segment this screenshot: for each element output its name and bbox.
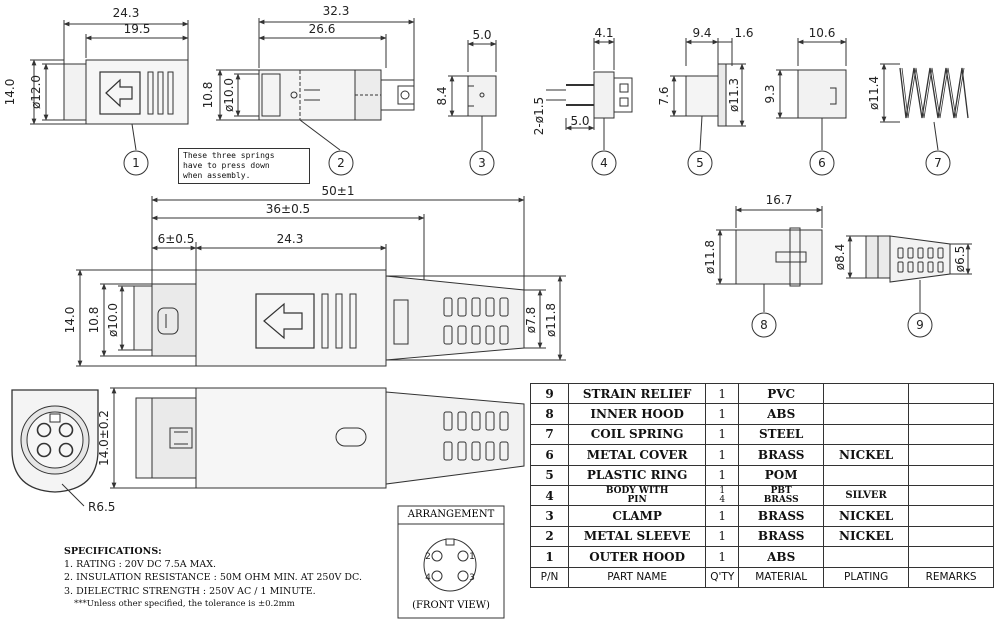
callout-1: 1	[132, 156, 140, 170]
part-5-plastic-ring	[670, 38, 746, 176]
table-row: 3 CLAMP 1 BRASS NICKEL	[530, 505, 994, 527]
dim-p5-h: 7.6	[657, 86, 671, 105]
part-3-clamp	[448, 40, 497, 176]
assembly-note: These three springs have to press down w…	[178, 148, 310, 184]
callout-2: 2	[337, 156, 345, 170]
dim-p1-height: 14.0	[3, 79, 17, 106]
part-8-inner-hood	[716, 206, 823, 338]
callout-4: 4	[600, 156, 608, 170]
table-row: 5 PLASTIC RING 1 POM	[530, 464, 994, 486]
dim-p4-depth: 5.0	[570, 114, 589, 128]
arrangement-box	[397, 505, 505, 619]
note-line: have to press down	[183, 161, 270, 170]
part-1-outer-hood	[30, 20, 189, 176]
assembly-side-view	[110, 387, 525, 489]
dim-p3-height: 8.4	[435, 86, 449, 105]
dim-asm-d1: ø10.0	[106, 303, 120, 337]
dim-p6-height: 9.3	[763, 84, 777, 103]
dim-side-height: 14.0±0.2	[97, 410, 111, 466]
dim-p3-width: 5.0	[472, 28, 491, 42]
spec-item: 1. RATING : 20V DC 7.5A MAX.	[64, 559, 217, 571]
dim-p1-total: 24.3	[113, 6, 140, 20]
arr-pin-4: 4	[425, 573, 431, 583]
table-row: 8 INNER HOOD 1 ABS	[530, 403, 994, 425]
dim-asm-mid: 36±0.5	[266, 202, 310, 216]
dim-p2-height: 10.8	[201, 82, 215, 109]
arr-pin-3: 3	[469, 573, 475, 583]
table-header-row: P/N PART NAME Q'TY MATERIAL PLATING REMA…	[530, 566, 994, 588]
arr-pin-1: 1	[469, 552, 475, 562]
specifications: SPECIFICATIONS: 1. RATING : 20V DC 7.5A …	[64, 545, 362, 611]
table-row: 2 METAL SLEEVE 1 BRASS NICKEL	[530, 525, 994, 548]
dim-p2-diam: ø10.0	[222, 78, 236, 112]
tolerance-note: ***Unless other specified, the tolerance…	[74, 598, 295, 609]
assembly-top-view	[76, 196, 566, 367]
arrangement-footer: (FRONT VIEW)	[412, 600, 490, 611]
dim-p5-w1: 9.4	[692, 26, 711, 40]
part-6-metal-cover	[776, 38, 847, 176]
dim-p9-diam2: ø6.5	[953, 246, 967, 272]
dim-p2-body: 26.6	[309, 22, 336, 36]
dim-p9-diam1: ø8.4	[833, 244, 847, 270]
part-9-strain-relief	[846, 235, 972, 338]
note-line: when assembly.	[183, 171, 251, 180]
dim-p5-diam: ø11.3	[727, 78, 741, 112]
dim-asm-h1: 14.0	[63, 307, 77, 334]
dim-asm-d3: ø11.8	[544, 303, 558, 337]
dim-radius: R6.5	[88, 500, 115, 514]
part-7-coil-spring	[880, 63, 969, 176]
bill-of-materials: 9 STRAIN RELIEF 1 PVC 8 INNER HOOD 1 ABS…	[530, 382, 994, 588]
dim-p8-diam: ø11.8	[703, 240, 717, 274]
arrangement-title: ARRANGEMENT	[407, 509, 495, 520]
dim-p5-w2: 1.6	[734, 26, 753, 40]
dim-p8-width: 16.7	[766, 193, 793, 207]
assembly-front-view	[11, 389, 99, 507]
table-row: 7 COIL SPRING 1 STEEL	[530, 423, 994, 446]
spec-item: 3. DIELECTRIC STRENGTH : 250V AC / 1 MIN…	[64, 585, 316, 597]
note-line: These three springs	[183, 151, 275, 160]
dim-p6-width: 10.6	[809, 26, 836, 40]
callout-6: 6	[818, 156, 826, 170]
dim-asm-d2: ø7.8	[524, 307, 538, 333]
dim-p2-total: 32.3	[323, 4, 350, 18]
dim-asm-body: 24.3	[277, 232, 304, 246]
part-2-metal-sleeve	[216, 18, 415, 176]
part-4-body-with-pin	[546, 38, 633, 176]
spec-item: 2. INSULATION RESISTANCE : 50M OHM MIN. …	[64, 572, 362, 584]
callout-5: 5	[696, 156, 704, 170]
callout-7: 7	[934, 156, 942, 170]
dim-p4-pin: 2-ø1.5	[532, 97, 546, 135]
dim-p7-diam: ø11.4	[867, 76, 881, 110]
dim-asm-total: 50±1	[322, 184, 355, 198]
arr-pin-2: 2	[425, 552, 431, 562]
callout-3: 3	[478, 156, 486, 170]
dim-p4-width: 4.1	[594, 26, 613, 40]
dim-p1-body: 19.5	[124, 22, 151, 36]
specifications-title: SPECIFICATIONS:	[64, 546, 162, 557]
dim-asm-h2: 10.8	[87, 307, 101, 334]
dim-p1-diam: ø12.0	[29, 75, 43, 109]
table-row: 1 OUTER HOOD 1 ABS	[530, 546, 994, 568]
table-row: 6 METAL COVER 1 BRASS NICKEL	[530, 444, 994, 466]
callout-8: 8	[760, 318, 768, 332]
table-row: 9 STRAIN RELIEF 1 PVC	[530, 382, 994, 405]
dim-asm-front: 6±0.5	[158, 232, 195, 246]
callout-9: 9	[916, 318, 924, 332]
